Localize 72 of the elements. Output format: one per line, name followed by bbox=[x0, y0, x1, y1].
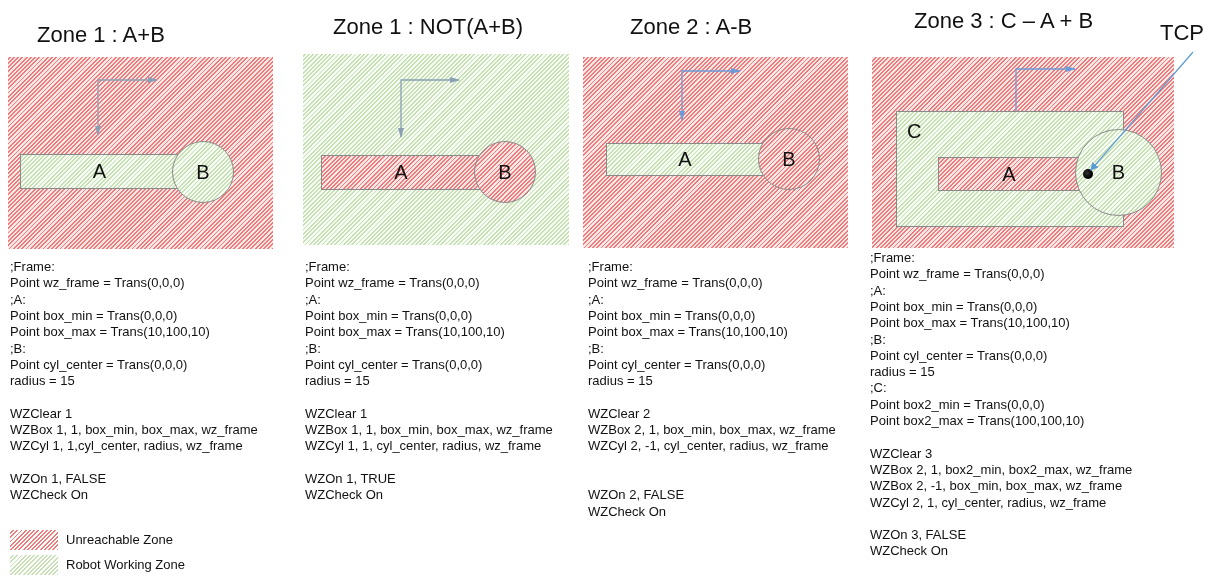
code-line: WZCyl 1, 1,cyl_center, radius, wz_frame bbox=[10, 438, 243, 454]
code-line: Point box_min = Trans(0,0,0) bbox=[588, 307, 756, 323]
code-line: Point box_min = Trans(0,0,0) bbox=[870, 298, 1038, 314]
code-line: WZCheck On bbox=[305, 487, 383, 503]
code-line: Point box_max = Trans(10,100,10) bbox=[305, 324, 505, 340]
code-line: Point cyl_center = Trans(0,0,0) bbox=[10, 356, 188, 372]
legend-label: Unreachable Zone bbox=[66, 532, 173, 548]
code-line: WZCheck On bbox=[870, 543, 948, 559]
code-line: radius = 15 bbox=[870, 364, 935, 380]
leader-line bbox=[1090, 51, 1194, 171]
zone-circle: B bbox=[758, 128, 820, 190]
code-line: WZBox 1, 1, box_min, box_max, wz_frame bbox=[305, 422, 553, 437]
code-line: Point box_max = Trans(10,100,10) bbox=[870, 315, 1070, 331]
zone-heading: Zone 1 : NOT(A+B) bbox=[333, 14, 524, 40]
code-line: WZBox 2, 1, box_min, box_max, wz_frame bbox=[588, 422, 836, 437]
code-line: ;Frame: bbox=[870, 250, 915, 265]
code-line: Point cyl_center = Trans(0,0,0) bbox=[870, 347, 1048, 363]
code-line: WZOn 2, FALSE bbox=[588, 487, 685, 503]
code-line: ;B: bbox=[305, 340, 321, 356]
zone-box: A bbox=[606, 143, 763, 176]
code-line: Point cyl_center = Trans(0,0,0) bbox=[588, 356, 766, 372]
zone-circle: B bbox=[474, 141, 536, 203]
code-line: ;Frame: bbox=[305, 259, 350, 274]
code-line: Point box_min = Trans(0,0,0) bbox=[305, 307, 473, 323]
tcp-label: TCP bbox=[1160, 20, 1210, 50]
code-line: WZClear 3 bbox=[870, 445, 933, 461]
code-line: Point box_max = Trans(10,100,10) bbox=[10, 324, 210, 340]
code-line: WZClear 1 bbox=[305, 405, 368, 421]
code-line: radius = 15 bbox=[305, 373, 370, 389]
zone-box: A bbox=[20, 154, 178, 189]
code-line: ;A: bbox=[305, 291, 321, 307]
code-line: WZOn 3, FALSE bbox=[870, 527, 967, 543]
code-line: WZCheck On bbox=[10, 487, 88, 503]
code-line: ;A: bbox=[588, 291, 604, 307]
zone-circle: B bbox=[172, 141, 234, 203]
code-line: Point wz_frame = Trans(0,0,0) bbox=[10, 275, 185, 291]
code-line: WZClear 1 bbox=[10, 405, 73, 421]
code-line: Point box_max = Trans(10,100,10) bbox=[588, 324, 788, 340]
tcp-point bbox=[1083, 169, 1093, 179]
code-line: WZBox 2, -1, box_min, box_max, wz_frame bbox=[870, 478, 1123, 494]
code-line: Point wz_frame = Trans(0,0,0) bbox=[588, 275, 763, 291]
zone-heading: Zone 2 : A-B bbox=[630, 14, 753, 40]
code-line: Point box2_max = Trans(100,100,10) bbox=[870, 413, 1085, 428]
code-line: WZCyl 1, 1, cyl_center, radius, wz_frame bbox=[305, 438, 542, 454]
code-line: Point wz_frame = Trans(0,0,0) bbox=[305, 275, 480, 291]
code-line: ;B: bbox=[870, 331, 886, 347]
zone-heading: Zone 3 : C – A + B bbox=[914, 8, 1094, 34]
code-line: WZBox 1, 1, box_min, box_max, wz_frame bbox=[10, 422, 258, 437]
code-line: ;Frame: bbox=[588, 259, 633, 274]
code-line: WZCyl 2, -1, cyl_center, radius, wz_frame bbox=[588, 438, 829, 454]
code-line: WZOn 1, TRUE bbox=[305, 470, 396, 486]
code-line: WZCyl 2, 1, cyl_center, radius, wz_frame bbox=[870, 494, 1107, 510]
code-line: ;B: bbox=[588, 340, 604, 356]
zone-heading: Zone 1 : A+B bbox=[37, 22, 165, 48]
code-line: WZCheck On bbox=[588, 503, 666, 519]
code-line: Point box_min = Trans(0,0,0) bbox=[10, 307, 178, 323]
code-line: WZOn 1, FALSE bbox=[10, 470, 107, 486]
code-line: Point box2_min = Trans(0,0,0) bbox=[870, 396, 1045, 412]
code-line: ;Frame: bbox=[10, 259, 55, 274]
code-line: radius = 15 bbox=[588, 373, 653, 389]
code-line: Point wz_frame = Trans(0,0,0) bbox=[870, 266, 1045, 282]
code-line: ;A: bbox=[10, 291, 26, 307]
code-line: ;C: bbox=[870, 380, 887, 396]
code-line: Point cyl_center = Trans(0,0,0) bbox=[305, 356, 483, 372]
code-line: radius = 15 bbox=[10, 373, 75, 389]
legend-label: Robot Working Zone bbox=[66, 557, 185, 573]
code-line: ;B: bbox=[10, 340, 26, 356]
code-line: WZBox 2, 1, box2_min, box2_max, wz_frame bbox=[870, 461, 1133, 477]
code-line: WZClear 2 bbox=[588, 405, 651, 421]
zone-box: A bbox=[321, 155, 480, 190]
code-line: ;A: bbox=[870, 282, 886, 298]
zone-box: A bbox=[938, 157, 1079, 191]
